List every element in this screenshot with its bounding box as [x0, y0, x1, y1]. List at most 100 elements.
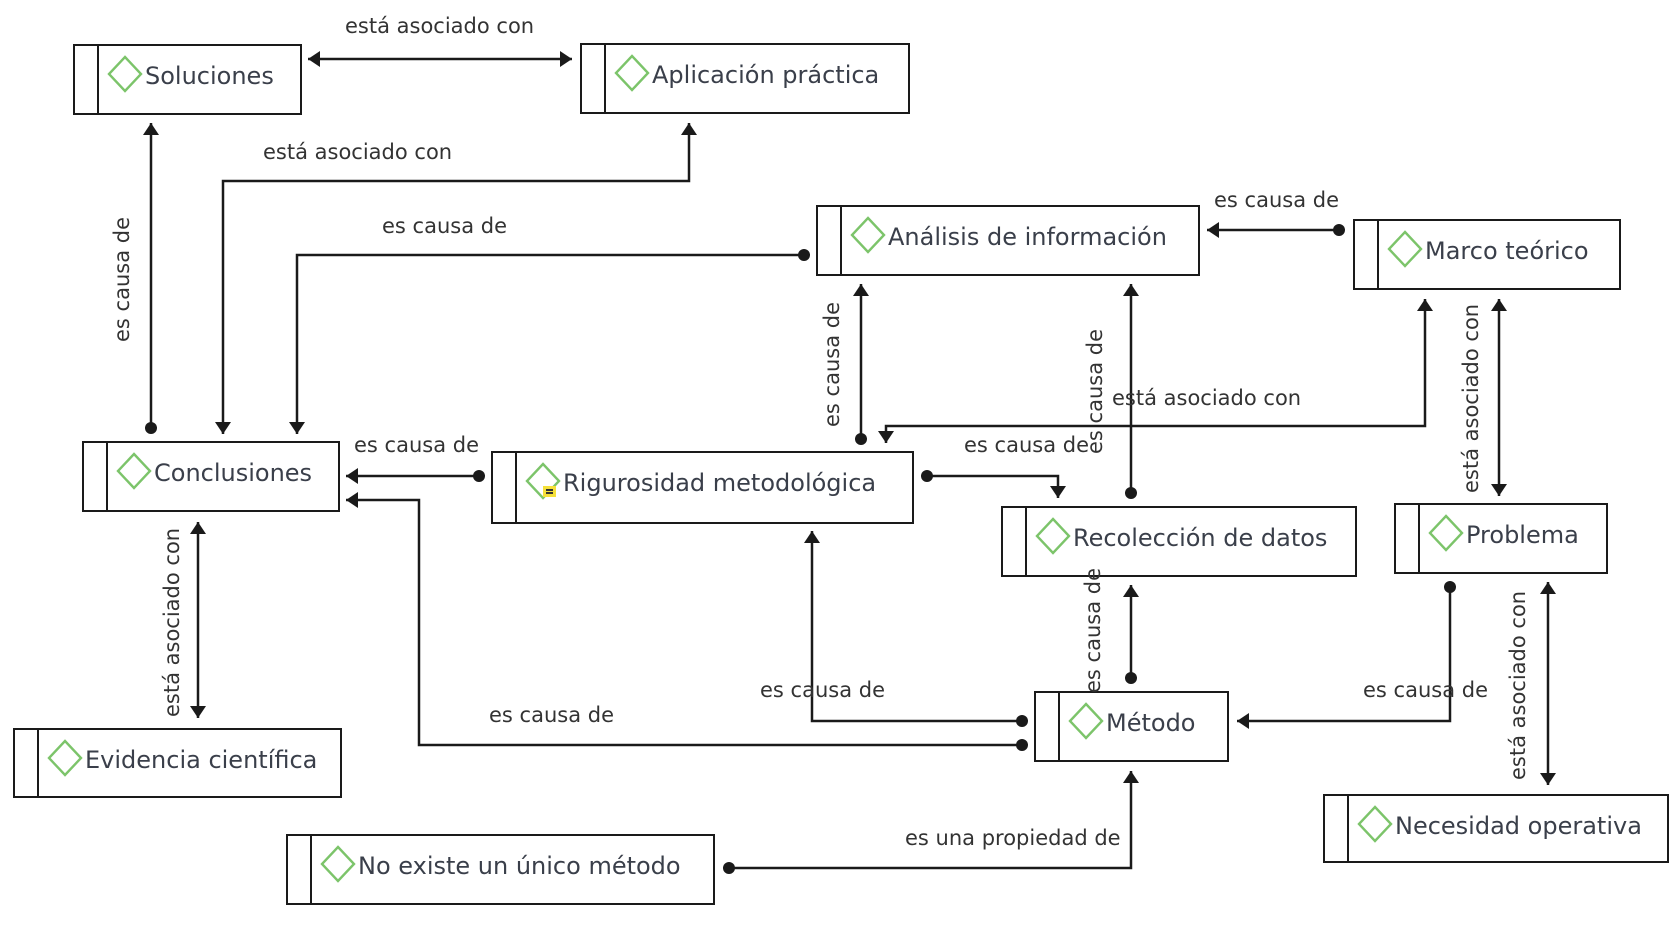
link-rigurosidad-analisis[interactable]: [853, 284, 869, 445]
node-label: Necesidad operativa: [1395, 812, 1642, 840]
arrowhead-icon: [190, 706, 206, 718]
arrowhead-icon: [681, 123, 697, 135]
link-line[interactable]: [221, 123, 691, 434]
note-icon[interactable]: [543, 486, 556, 497]
node-label-row: Soluciones: [107, 55, 274, 97]
link-soluciones-aplicacion[interactable]: [308, 51, 572, 67]
diamond-icon: [116, 452, 152, 494]
link-recoleccion-analisis[interactable]: [1123, 284, 1139, 499]
node-evidencia[interactable]: Evidencia científica: [13, 728, 342, 798]
diamond-icon: [1035, 517, 1071, 559]
link-label: está asociado con: [1506, 590, 1530, 780]
arrowhead-icon: [1237, 713, 1249, 729]
link-label: está asociado con: [1459, 303, 1483, 493]
arrowhead-icon: [1417, 299, 1433, 311]
node-label: Problema: [1466, 521, 1579, 549]
link-label: está asociado con: [160, 527, 184, 717]
link-label: es causa de: [760, 678, 885, 702]
arrowhead-icon: [1050, 486, 1066, 498]
diamond-icon: [320, 845, 356, 887]
link-label: es causa de: [820, 302, 844, 427]
link-label: es causa de: [1081, 568, 1105, 693]
link-line[interactable]: [729, 771, 1133, 870]
node-side-bar: [84, 443, 108, 510]
node-conclusiones[interactable]: Conclusiones: [82, 441, 340, 512]
arrowhead-icon: [804, 531, 820, 543]
link-noexiste-metodo[interactable]: [723, 771, 1139, 874]
link-conclusiones-soluciones[interactable]: [143, 123, 159, 434]
link-rigurosidad-recoleccion[interactable]: [921, 470, 1066, 498]
link-marco-analisis[interactable]: [1207, 222, 1345, 238]
node-side-bar: [818, 207, 842, 274]
node-necesidad[interactable]: Necesidad operativa: [1323, 794, 1669, 863]
arrowhead-icon: [560, 51, 572, 67]
node-side-bar: [288, 836, 312, 903]
link-conclusiones-aplicacion[interactable]: [215, 123, 697, 434]
node-metodo[interactable]: Método: [1034, 691, 1229, 762]
link-line[interactable]: [927, 474, 1060, 498]
link-label: es causa de: [1214, 188, 1339, 212]
node-recoleccion[interactable]: Recolección de datos: [1001, 506, 1357, 577]
node-label: No existe un único método: [358, 852, 681, 880]
connector-dot-icon: [1444, 581, 1456, 593]
diamond-icon: [1068, 702, 1104, 744]
link-line[interactable]: [1237, 587, 1452, 723]
link-line[interactable]: [346, 498, 1022, 747]
connector-dot-icon: [145, 422, 157, 434]
arrowhead-icon: [346, 492, 358, 508]
link-line[interactable]: [884, 299, 1427, 443]
node-side-bar: [1036, 693, 1060, 760]
link-metodo-recoleccion[interactable]: [1123, 585, 1139, 684]
node-label: Conclusiones: [154, 459, 313, 487]
node-analisis[interactable]: Análisis de información: [816, 205, 1200, 276]
diamond-icon: [525, 462, 561, 504]
diamond-icon: [1387, 230, 1423, 272]
node-label-row: Método: [1068, 702, 1195, 744]
arrowhead-icon: [1540, 773, 1556, 785]
connector-dot-icon: [473, 470, 485, 482]
link-line[interactable]: [295, 253, 804, 434]
node-problema[interactable]: Problema: [1394, 503, 1608, 574]
node-label-row: Evidencia científica: [47, 739, 317, 781]
link-conclusiones-evidencia[interactable]: [190, 522, 206, 718]
node-label-row: Problema: [1428, 514, 1579, 556]
node-label-row: Análisis de información: [850, 216, 1167, 258]
node-label: Marco teórico: [1425, 237, 1589, 265]
link-line[interactable]: [810, 531, 1022, 723]
arrowhead-icon: [878, 431, 894, 443]
link-metodo-rigurosidad[interactable]: [804, 531, 1028, 727]
node-side-bar: [1355, 221, 1379, 288]
connector-dot-icon: [798, 249, 810, 261]
node-label-row: Necesidad operativa: [1357, 805, 1642, 847]
link-metodo-conclusiones[interactable]: [346, 492, 1028, 751]
arrowhead-icon: [190, 522, 206, 534]
node-noexiste[interactable]: No existe un único método: [286, 834, 715, 905]
node-rigurosidad[interactable]: Rigurosidad metodológica: [491, 451, 914, 524]
connector-dot-icon: [855, 433, 867, 445]
node-label: Recolección de datos: [1073, 524, 1328, 552]
node-side-bar: [15, 730, 39, 796]
node-label: Análisis de información: [888, 223, 1167, 251]
diamond-icon: [1428, 514, 1464, 556]
link-marco-problema[interactable]: [1491, 299, 1507, 496]
link-problema-necesidad[interactable]: [1540, 582, 1556, 785]
link-rigurosidad-conclusiones[interactable]: [346, 468, 485, 484]
connector-dot-icon: [1016, 715, 1028, 727]
node-side-bar: [1003, 508, 1027, 575]
node-soluciones[interactable]: Soluciones: [73, 44, 302, 115]
link-label: está asociado con: [345, 14, 535, 38]
node-marco[interactable]: Marco teórico: [1353, 219, 1621, 290]
arrowhead-icon: [143, 123, 159, 135]
node-side-bar: [1325, 796, 1349, 861]
link-label: es una propiedad de: [905, 826, 1121, 850]
arrowhead-icon: [215, 422, 231, 434]
node-side-bar: [1396, 505, 1420, 572]
diamond-icon: [850, 216, 886, 258]
arrowhead-icon: [1123, 771, 1139, 783]
link-problema-metodo[interactable]: [1237, 581, 1456, 729]
node-label: Método: [1106, 709, 1196, 737]
link-analisis-conclusiones[interactable]: [289, 249, 810, 434]
node-aplicacion[interactable]: Aplicación práctica: [580, 43, 910, 114]
link-marco-rigurosidad[interactable]: [878, 299, 1433, 443]
node-side-bar: [582, 45, 606, 112]
